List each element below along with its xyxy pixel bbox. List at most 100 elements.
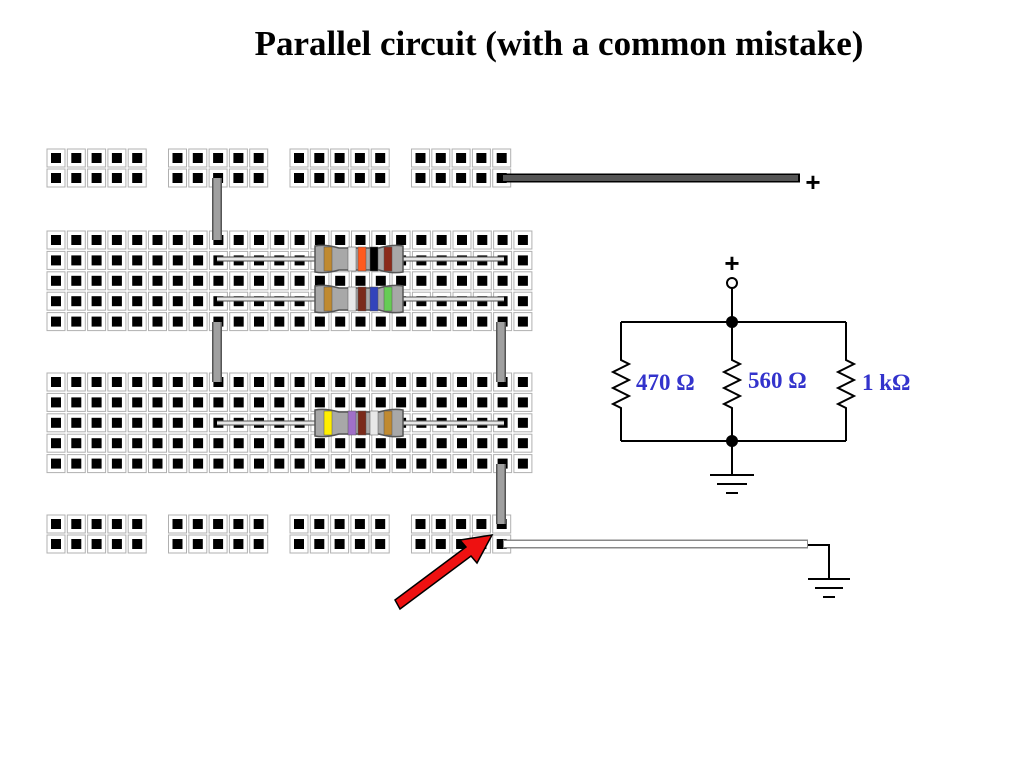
breadboard-hole [87,312,107,332]
breadboard-hole [249,433,269,453]
rail-hole [188,168,208,188]
breadboard-hole [472,271,492,291]
rail-hole [370,534,390,554]
rail-hole [249,514,269,534]
rail-hole [87,168,107,188]
breadboard-hole [107,454,127,474]
breadboard-hole [371,454,391,474]
breadboard-hole [290,312,310,332]
schematic-resistor-1k [835,322,857,441]
schematic-diagram: + [610,248,857,494]
breadboard-hole [432,392,452,412]
breadboard-hole [249,271,269,291]
breadboard-hole [188,230,208,250]
breadboard-hole [269,372,289,392]
breadboard-hole [107,271,127,291]
rail-hole [249,534,269,554]
rail-hole [471,168,491,188]
breadboard-hole [168,454,188,474]
breadboard-hole [46,291,66,311]
breadboard-hole [411,433,431,453]
rail-hole [107,168,127,188]
breadboard-hole [452,372,472,392]
breadboard-hole [107,312,127,332]
breadboard-hole [208,454,228,474]
breadboard-hole [148,230,167,250]
rail-hole [168,168,187,188]
breadboard-hole [513,372,533,392]
rail-hole [46,148,66,168]
breadboard-hole [452,454,472,474]
breadboard-hole [351,454,370,474]
resistor-band [357,410,367,436]
breadboard-hole [168,291,188,311]
breadboard-hole [87,413,107,433]
breadboard-hole [472,312,492,332]
breadboard-hole [290,230,310,250]
rail-hole [411,514,430,534]
rail-hole [431,534,451,554]
breadboard-hole [351,433,370,453]
breadboard-hole [310,372,330,392]
breadboard-hole [452,392,472,412]
rail-hole [46,514,66,534]
rail-hole [208,514,228,534]
breadboard-hole [290,433,310,453]
breadboard-hole [168,271,188,291]
breadboard-hole [513,454,533,474]
rail-hole [249,148,269,168]
breadboard-hole [208,392,228,412]
rail-hole [46,534,66,554]
breadboard-hole [66,230,86,250]
rail-hole [350,168,370,188]
resistor-band [323,246,333,272]
breadboard-hole [472,230,492,250]
470-ohm-resistor [217,244,504,274]
breadboard-hole [290,392,310,412]
breadboard-hole [87,372,107,392]
breadboard-hole [66,392,86,412]
rail-hole [451,168,471,188]
breadboard-hole [330,392,350,412]
rail-hole [127,168,147,188]
1k-ohm-resistor [217,408,504,438]
breadboard-hole [290,271,310,291]
breadboard-hole [411,372,431,392]
breadboard-hole [432,230,452,250]
breadboard-hole [249,454,269,474]
breadboard-hole [66,454,86,474]
rail-hole [87,534,107,554]
breadboard-hole [188,250,208,270]
breadboard-hole [432,271,452,291]
breadboard-hole [371,312,391,332]
breadboard-hole [472,433,492,453]
breadboard-hole [229,454,249,474]
breadboard-hole [46,433,66,453]
rail-hole [208,534,228,554]
rail-hole [330,168,350,188]
rail-hole [370,148,390,168]
breadboard-resistors [217,244,504,438]
breadboard-hole [188,372,208,392]
rail-hole [350,148,370,168]
rail-hole [66,168,86,188]
breadboard-hole [87,230,107,250]
breadboard-hole [46,413,66,433]
resistor-band [383,286,393,312]
breadboard-hole [208,271,228,291]
breadboard-hole [411,230,431,250]
rail-hole [330,534,350,554]
breadboard-hole [87,454,107,474]
breadboard-hole [66,433,86,453]
breadboard-hole [148,291,167,311]
rail-hole [289,148,309,168]
breadboard-hole [411,312,431,332]
breadboard-hole [66,271,86,291]
breadboard-hole [127,413,147,433]
breadboard-hole [127,433,147,453]
schematic-resistor-470 [610,322,632,441]
resistor-band [369,246,379,272]
breadboard-hole [249,230,269,250]
breadboard-hole [330,230,350,250]
rail-hole [228,514,248,534]
